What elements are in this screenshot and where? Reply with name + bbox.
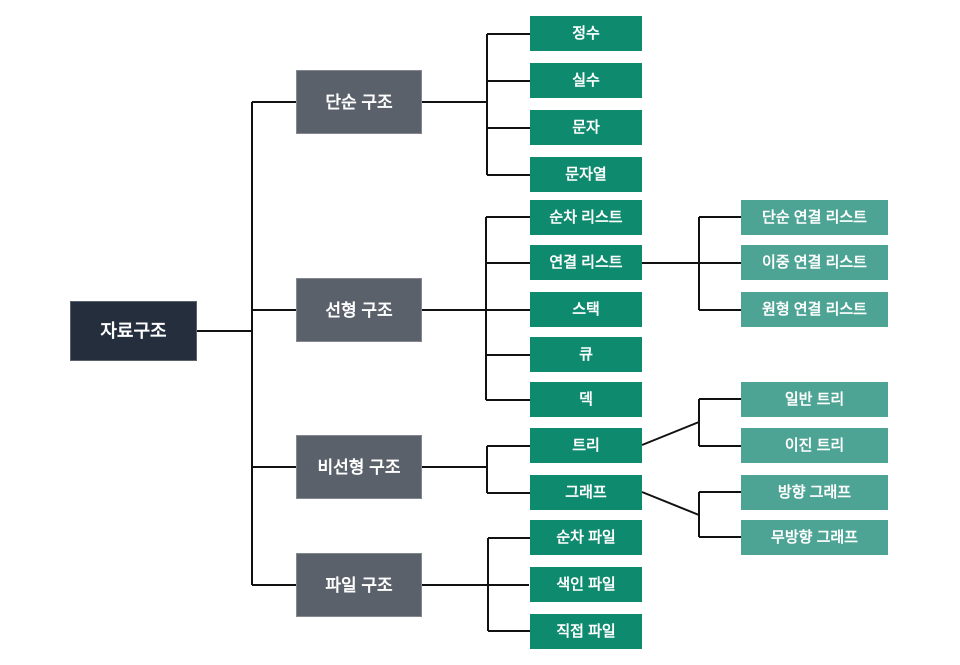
node-index-file: 색인 파일	[530, 567, 642, 602]
node-circular-linked-list: 원형 연결 리스트	[741, 292, 888, 327]
node-nonlinear-structure: 비선형 구조	[296, 435, 422, 499]
node-deque: 덱	[530, 382, 642, 417]
node-linked-list: 연결 리스트	[530, 245, 642, 280]
node-linear-structure: 선형 구조	[296, 278, 422, 342]
node-general-tree: 일반 트리	[741, 382, 888, 417]
node-binary-tree: 이진 트리	[741, 428, 888, 463]
node-graph: 그래프	[530, 475, 642, 510]
node-tree: 트리	[530, 428, 642, 463]
node-directed-graph: 방향 그래프	[741, 475, 888, 510]
node-real-number: 실수	[530, 63, 642, 98]
node-doubly-linked-list: 이중 연결 리스트	[741, 245, 888, 280]
node-root: 자료구조	[70, 301, 197, 361]
node-character: 문자	[530, 110, 642, 145]
node-simple-structure: 단순 구조	[296, 70, 422, 134]
node-direct-file: 직접 파일	[530, 614, 642, 649]
node-integer: 정수	[530, 16, 642, 51]
node-sequential-file: 순차 파일	[530, 520, 642, 555]
node-file-structure: 파일 구조	[296, 553, 422, 617]
node-queue: 큐	[530, 337, 642, 372]
node-undirected-graph: 무방향 그래프	[741, 520, 888, 555]
node-singly-linked-list: 단순 연결 리스트	[741, 200, 888, 235]
node-stack: 스택	[530, 292, 642, 327]
node-string: 문자열	[530, 157, 642, 192]
node-sequential-list: 순차 리스트	[530, 200, 642, 235]
